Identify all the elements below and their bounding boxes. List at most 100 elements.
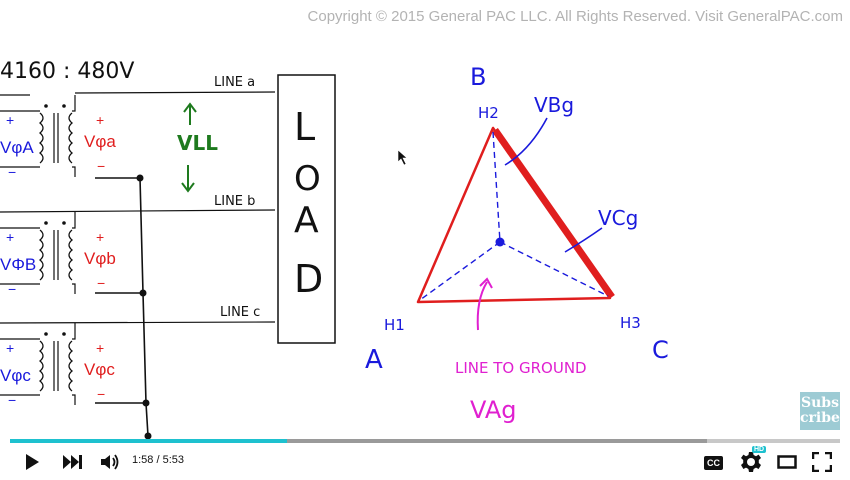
polarity-dot — [62, 332, 66, 336]
play-icon — [26, 454, 39, 470]
time-separator: / — [153, 454, 163, 466]
polarity-dot — [44, 221, 48, 225]
primary-voltage-label: VΦB — [0, 255, 36, 274]
line-to-ground-label: LINE TO GROUND — [455, 359, 587, 377]
secondary-plus: + — [96, 340, 104, 356]
next-button[interactable] — [60, 450, 86, 474]
primary-plus: + — [6, 340, 14, 356]
secondary-leads — [72, 212, 76, 294]
voltage-ratio: 4160 : 480V — [0, 59, 134, 84]
vcg-label: VCg — [598, 206, 638, 230]
polarity-dot — [44, 104, 48, 108]
primary-winding — [38, 340, 44, 392]
secondary-winding — [68, 229, 74, 281]
vbg-pointer — [504, 117, 548, 166]
primary-minus: − — [8, 392, 16, 408]
fullscreen-button[interactable] — [810, 450, 834, 474]
load-letter-o: O — [294, 159, 321, 199]
line-to-ground-phasors — [419, 131, 609, 301]
theater-mode-icon — [777, 455, 797, 469]
vll-label: VLL — [177, 131, 218, 155]
load-letter-a: A — [294, 200, 319, 241]
line-c-label: LINE c — [220, 305, 260, 320]
fullscreen-icon — [812, 452, 832, 472]
h2-label: H2 — [478, 104, 499, 122]
secondary-voltage-label: Vφb — [84, 249, 116, 268]
line-wires — [0, 91, 276, 324]
transformer-bank: + VφA − + Vφa − + VΦB − + Vφb − + Vφc − + Vφc − — [0, 95, 116, 408]
duration: 5:53 — [162, 454, 185, 466]
progress-played — [10, 439, 288, 443]
whiteboard-drawing: 4160 : 480V LINE a LINE b LINE c L O A D… — [0, 59, 669, 440]
theater-mode-button[interactable] — [775, 450, 799, 474]
vertex-c-label: C — [652, 336, 669, 364]
vag-label: VAg — [470, 396, 517, 424]
secondary-voltage-label: Vφa — [84, 132, 116, 151]
vertex-b-label: B — [470, 63, 486, 91]
vcg-pointer — [564, 227, 603, 253]
load-letter-l: L — [294, 105, 315, 149]
copyright-watermark: Copyright © 2015 General PAC LLC. All Ri… — [307, 8, 843, 25]
polarity-dot — [44, 332, 48, 336]
primary-leads — [0, 227, 40, 285]
captions-button[interactable]: CC — [704, 456, 723, 470]
load-box — [277, 74, 336, 344]
line-to-ground-arrow — [476, 277, 493, 331]
line-b-label: LINE b — [214, 194, 255, 209]
settings-button[interactable]: HD — [738, 446, 767, 474]
neutral-bus — [95, 177, 149, 437]
secondary-minus: − — [97, 386, 105, 402]
player-controls: 1:58 / 5:53 CC HD — [0, 444, 850, 480]
secondary-leads — [72, 323, 76, 405]
play-button[interactable] — [20, 450, 44, 474]
primary-voltage-label: VφA — [0, 138, 34, 157]
primary-minus: − — [8, 281, 16, 297]
polarity-dot — [62, 221, 66, 225]
primary-winding — [38, 112, 44, 164]
neutral-nodes — [136, 174, 152, 440]
hd-badge: HD — [752, 446, 767, 453]
primary-leads — [0, 110, 40, 168]
primary-voltage-label: Vφc — [0, 366, 31, 385]
volume-button[interactable] — [98, 450, 124, 474]
secondary-plus: + — [96, 229, 104, 245]
mouse-cursor-icon — [397, 149, 408, 166]
current-time: 1:58 — [132, 454, 154, 466]
polarity-dot — [62, 104, 66, 108]
transformer-2: + VΦB − + Vφb − — [0, 212, 116, 297]
phasor-triangle — [416, 126, 615, 304]
next-icon — [63, 455, 82, 469]
primary-plus: + — [6, 229, 14, 245]
subscribe-button[interactable]: Subs cribe — [800, 392, 840, 430]
vll-arrows — [181, 102, 197, 193]
vbg-label: VBg — [534, 93, 574, 117]
secondary-plus: + — [96, 112, 104, 128]
h1-label: H1 — [384, 316, 405, 334]
secondary-minus: − — [97, 275, 105, 291]
transformer-3: + Vφc − + Vφc − — [0, 323, 115, 408]
volume-icon — [101, 454, 119, 470]
secondary-leads — [72, 95, 76, 177]
neutral-point — [495, 237, 505, 247]
subscribe-label-line1: Subs — [801, 395, 839, 411]
secondary-voltage-label: Vφc — [84, 360, 115, 379]
primary-leads — [0, 338, 40, 396]
secondary-winding — [68, 112, 74, 164]
vertex-a-label: A — [365, 345, 383, 375]
load-letter-d: D — [294, 257, 323, 301]
subscribe-label-line2: cribe — [800, 410, 840, 426]
primary-winding — [38, 229, 44, 281]
time-display: 1:58 / 5:53 — [132, 454, 184, 466]
primary-minus: − — [8, 164, 16, 180]
secondary-winding — [68, 340, 74, 392]
secondary-minus: − — [97, 158, 105, 174]
progress-bar[interactable] — [10, 439, 840, 443]
captions-icon: CC — [707, 458, 720, 468]
line-a-label: LINE a — [214, 75, 255, 90]
gear-icon — [741, 452, 761, 472]
primary-plus: + — [6, 112, 14, 128]
progress-buffered — [10, 439, 708, 443]
h3-label: H3 — [620, 314, 641, 332]
transformer-1: + VφA − + Vφa − — [0, 95, 116, 180]
